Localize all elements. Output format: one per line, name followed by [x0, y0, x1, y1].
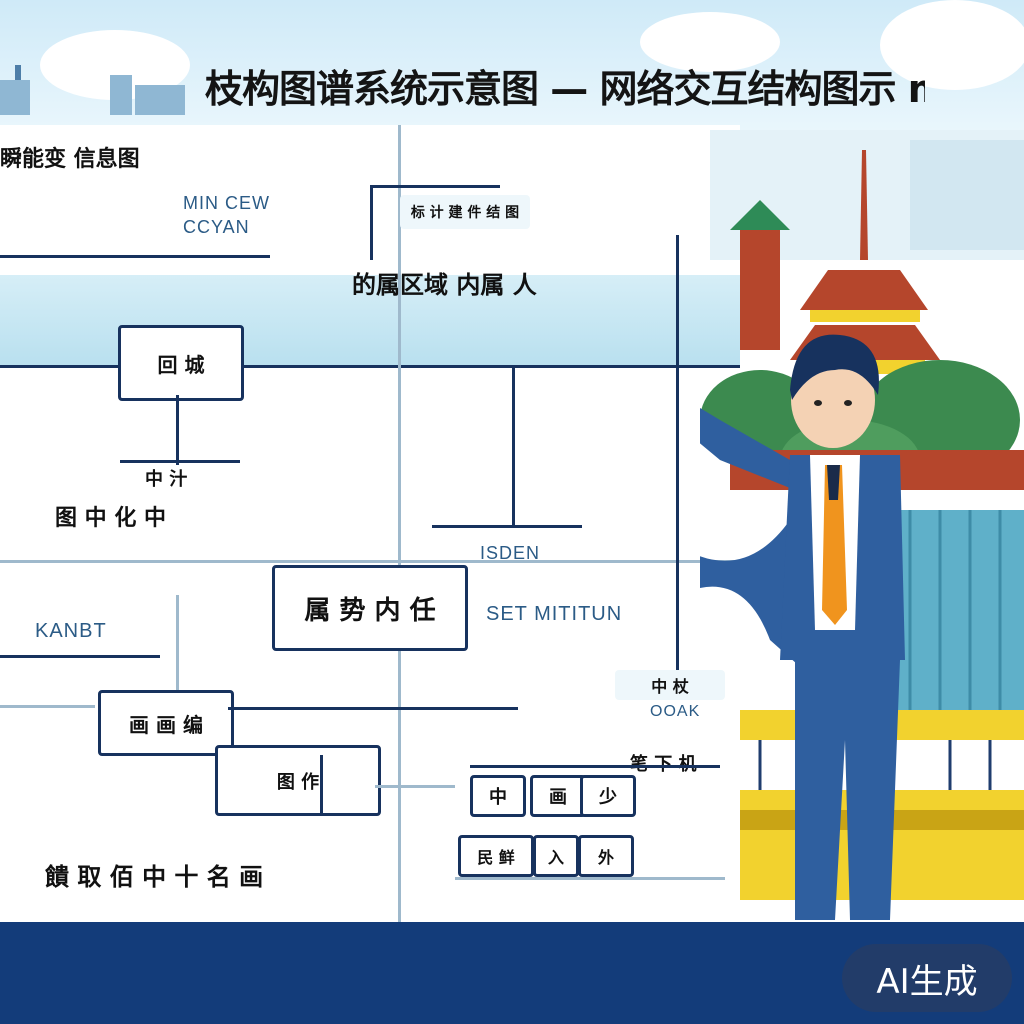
bottom-right-cell: 画: [530, 775, 586, 817]
connector-line: [0, 655, 160, 658]
cloud-shape: [640, 12, 780, 72]
bottom-right-cell: 少: [580, 775, 636, 817]
bottom-mid-node: 图 作: [215, 745, 381, 816]
connector-line: [470, 765, 720, 768]
connector-line: [676, 235, 679, 675]
column-divider: [398, 125, 401, 925]
diagram-board: 瞬能变 信息图 MIN CEW CCYAN 标 计 建 件 结 图 的属区域 内…: [0, 125, 740, 925]
mid-left-node: 中 汁: [145, 469, 188, 490]
connector-line: [228, 707, 518, 710]
page-title: 枝构图谱系统示意图 — 网络交互结构图示 ma: [205, 67, 925, 111]
latin-label-right: SET MITITUN: [486, 603, 623, 625]
latin-label-right: ISDEN: [480, 543, 541, 563]
skyline-decoration: [0, 65, 185, 115]
latin-label-top: CCYAN: [183, 217, 250, 237]
bottom-right-cell: 入: [533, 835, 579, 877]
divider-line: [0, 560, 740, 563]
bottom-left-node: 画 画 编: [98, 690, 234, 756]
ai-generated-badge: AI生成: [842, 944, 1012, 1012]
connector-line: [176, 395, 179, 465]
connector-line: [0, 705, 95, 708]
connector-line: [370, 185, 373, 260]
bottom-right-cell: 民 鲜: [458, 835, 534, 877]
top-node: 标 计 建 件 结 图: [400, 195, 530, 229]
left-caption: 图 中 化 中: [55, 506, 166, 530]
connector-line: [512, 365, 515, 525]
bottom-right-top: 笔 下 机: [630, 750, 720, 776]
latin-label-top: MIN CEW: [183, 193, 270, 213]
left-box: 回 城: [118, 325, 244, 401]
bottom-right-cell: 中: [470, 775, 526, 817]
header-label: 瞬能变 信息图: [0, 147, 140, 171]
bottom-caption: 饋 取 佰 中 十 名 画: [45, 863, 264, 891]
presenter-figure: [700, 334, 905, 920]
right-small-node: 中 杖: [615, 670, 725, 700]
connector-line: [320, 755, 323, 815]
divider-line: [0, 365, 740, 368]
bottom-right-cell: 外: [578, 835, 634, 877]
cloud-shape: [880, 0, 1024, 90]
latin-label-left: KANBT: [35, 620, 107, 642]
connector-line: [432, 525, 582, 528]
center-heading: 的属区域 内属 人: [352, 271, 537, 299]
connector-line: [0, 255, 270, 258]
connector-line: [375, 785, 455, 788]
connector-line: [455, 877, 725, 880]
connector-line: [370, 185, 500, 188]
connector-line: [176, 595, 179, 695]
latin-label-right: OOAK: [650, 703, 701, 720]
presenter-scene: [700, 130, 1024, 920]
connector-line: [120, 460, 240, 463]
center-node: 属 势 内 任: [272, 565, 468, 651]
